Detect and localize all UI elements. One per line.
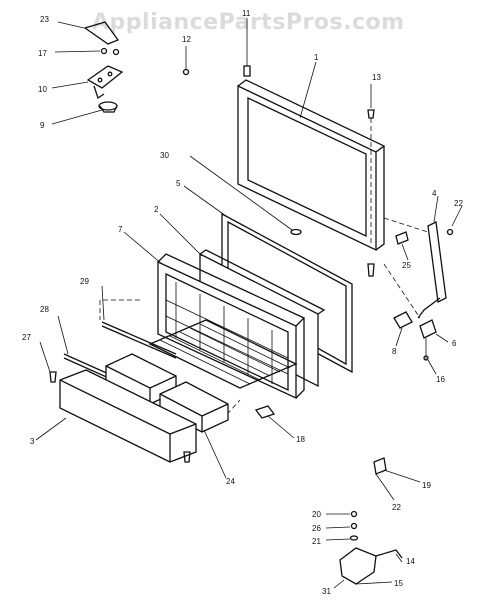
closer-pad [393, 311, 413, 347]
upper-hinge-part [51, 65, 124, 100]
part-labels: 23 17 10 9 11 12 1 13 30 5 2 7 4 22 25 2… [22, 9, 463, 596]
label-27: 27 [22, 333, 31, 342]
label-5: 5 [176, 179, 181, 188]
label-3: 3 [30, 437, 35, 446]
label-18: 18 [296, 435, 305, 444]
label-8: 8 [392, 347, 397, 356]
label-15: 15 [394, 579, 403, 588]
freezer-door-panel [237, 61, 386, 252]
label-7: 7 [118, 225, 123, 234]
label-19: 19 [422, 481, 431, 490]
label-9: 9 [40, 121, 45, 130]
watermark: AppliancePartsPros.com [92, 10, 405, 35]
label-25: 25 [402, 261, 411, 270]
door-stop-part [189, 155, 302, 236]
label-22-lower: 22 [392, 503, 401, 512]
label-4: 4 [432, 189, 437, 198]
label-12: 12 [182, 35, 191, 44]
closer-bracket-lower [419, 319, 449, 343]
hinge-cap-part [57, 21, 120, 45]
slide-bracket [254, 405, 295, 439]
label-28: 28 [40, 305, 49, 314]
label-20: 20 [312, 510, 321, 519]
label-24: 24 [226, 477, 235, 486]
drawer-front-part [35, 369, 197, 463]
hinge-bushing-part [51, 101, 118, 125]
label-11: 11 [242, 9, 251, 18]
label-10: 10 [38, 85, 47, 94]
hinge-screws [54, 47, 120, 56]
label-2: 2 [154, 205, 159, 214]
door-closer-arm [383, 195, 447, 319]
lower-hinge-assembly [325, 457, 421, 589]
label-22-upper: 22 [454, 199, 463, 208]
label-23: 23 [40, 15, 49, 24]
label-31: 31 [322, 587, 331, 596]
drawer-front-screws [39, 341, 191, 463]
label-29: 29 [80, 277, 89, 286]
label-1: 1 [314, 53, 319, 62]
basket-floor-grid [148, 319, 298, 389]
label-14: 14 [406, 557, 415, 566]
closer-bracket-small [395, 231, 409, 261]
closer-screw [446, 205, 463, 236]
label-6: 6 [452, 339, 457, 348]
label-26: 26 [312, 524, 321, 533]
label-30: 30 [160, 151, 169, 160]
label-17: 17 [38, 49, 47, 58]
label-21: 21 [312, 537, 321, 546]
door-screws-top [182, 18, 375, 119]
label-13: 13 [372, 73, 381, 82]
label-16: 16 [436, 375, 445, 384]
closer-lower-screw [423, 338, 437, 375]
